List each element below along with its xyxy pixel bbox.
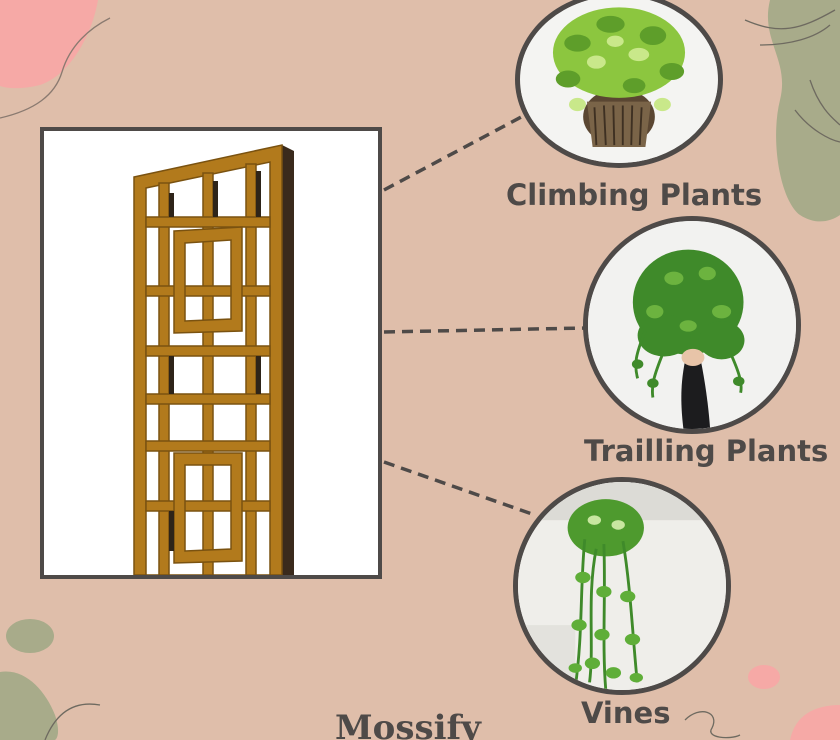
connector-line-trailing — [383, 326, 587, 334]
vines-label: Vines — [581, 696, 671, 730]
pink-dot-bottom-right — [748, 665, 780, 689]
climbing-plant-photo-icon — [520, 0, 718, 163]
green-blob-right — [767, 0, 840, 222]
trellis-icon — [133, 144, 294, 575]
trailing-plants-label: Trailling Plants — [584, 434, 829, 468]
leaf-sketch-top-right — [744, 9, 840, 143]
climbing-plants-label: Climbing Plants — [506, 178, 763, 212]
trellis-image-frame — [40, 127, 382, 579]
pink-blob-top-left — [0, 0, 98, 89]
vine-plant-photo-circle — [513, 477, 731, 695]
climbing-plant-photo-circle — [515, 0, 723, 168]
connector-line-climbing — [383, 113, 526, 192]
trailing-plant-photo-icon — [588, 221, 796, 429]
trailing-plant-photo-circle — [583, 216, 801, 434]
line-sketch-bottom-left — [44, 703, 101, 740]
vine-plant-photo-icon — [518, 482, 726, 690]
pink-blob-bottom-right — [790, 705, 840, 740]
connector-line-vines — [383, 460, 533, 516]
brand-name: Mossify — [335, 708, 481, 740]
green-dot-bottom-left — [6, 619, 54, 653]
line-squiggle-top-left — [0, 17, 111, 119]
line-squiggle-bottom-right — [684, 711, 741, 739]
green-blob-bottom-left — [0, 671, 59, 740]
